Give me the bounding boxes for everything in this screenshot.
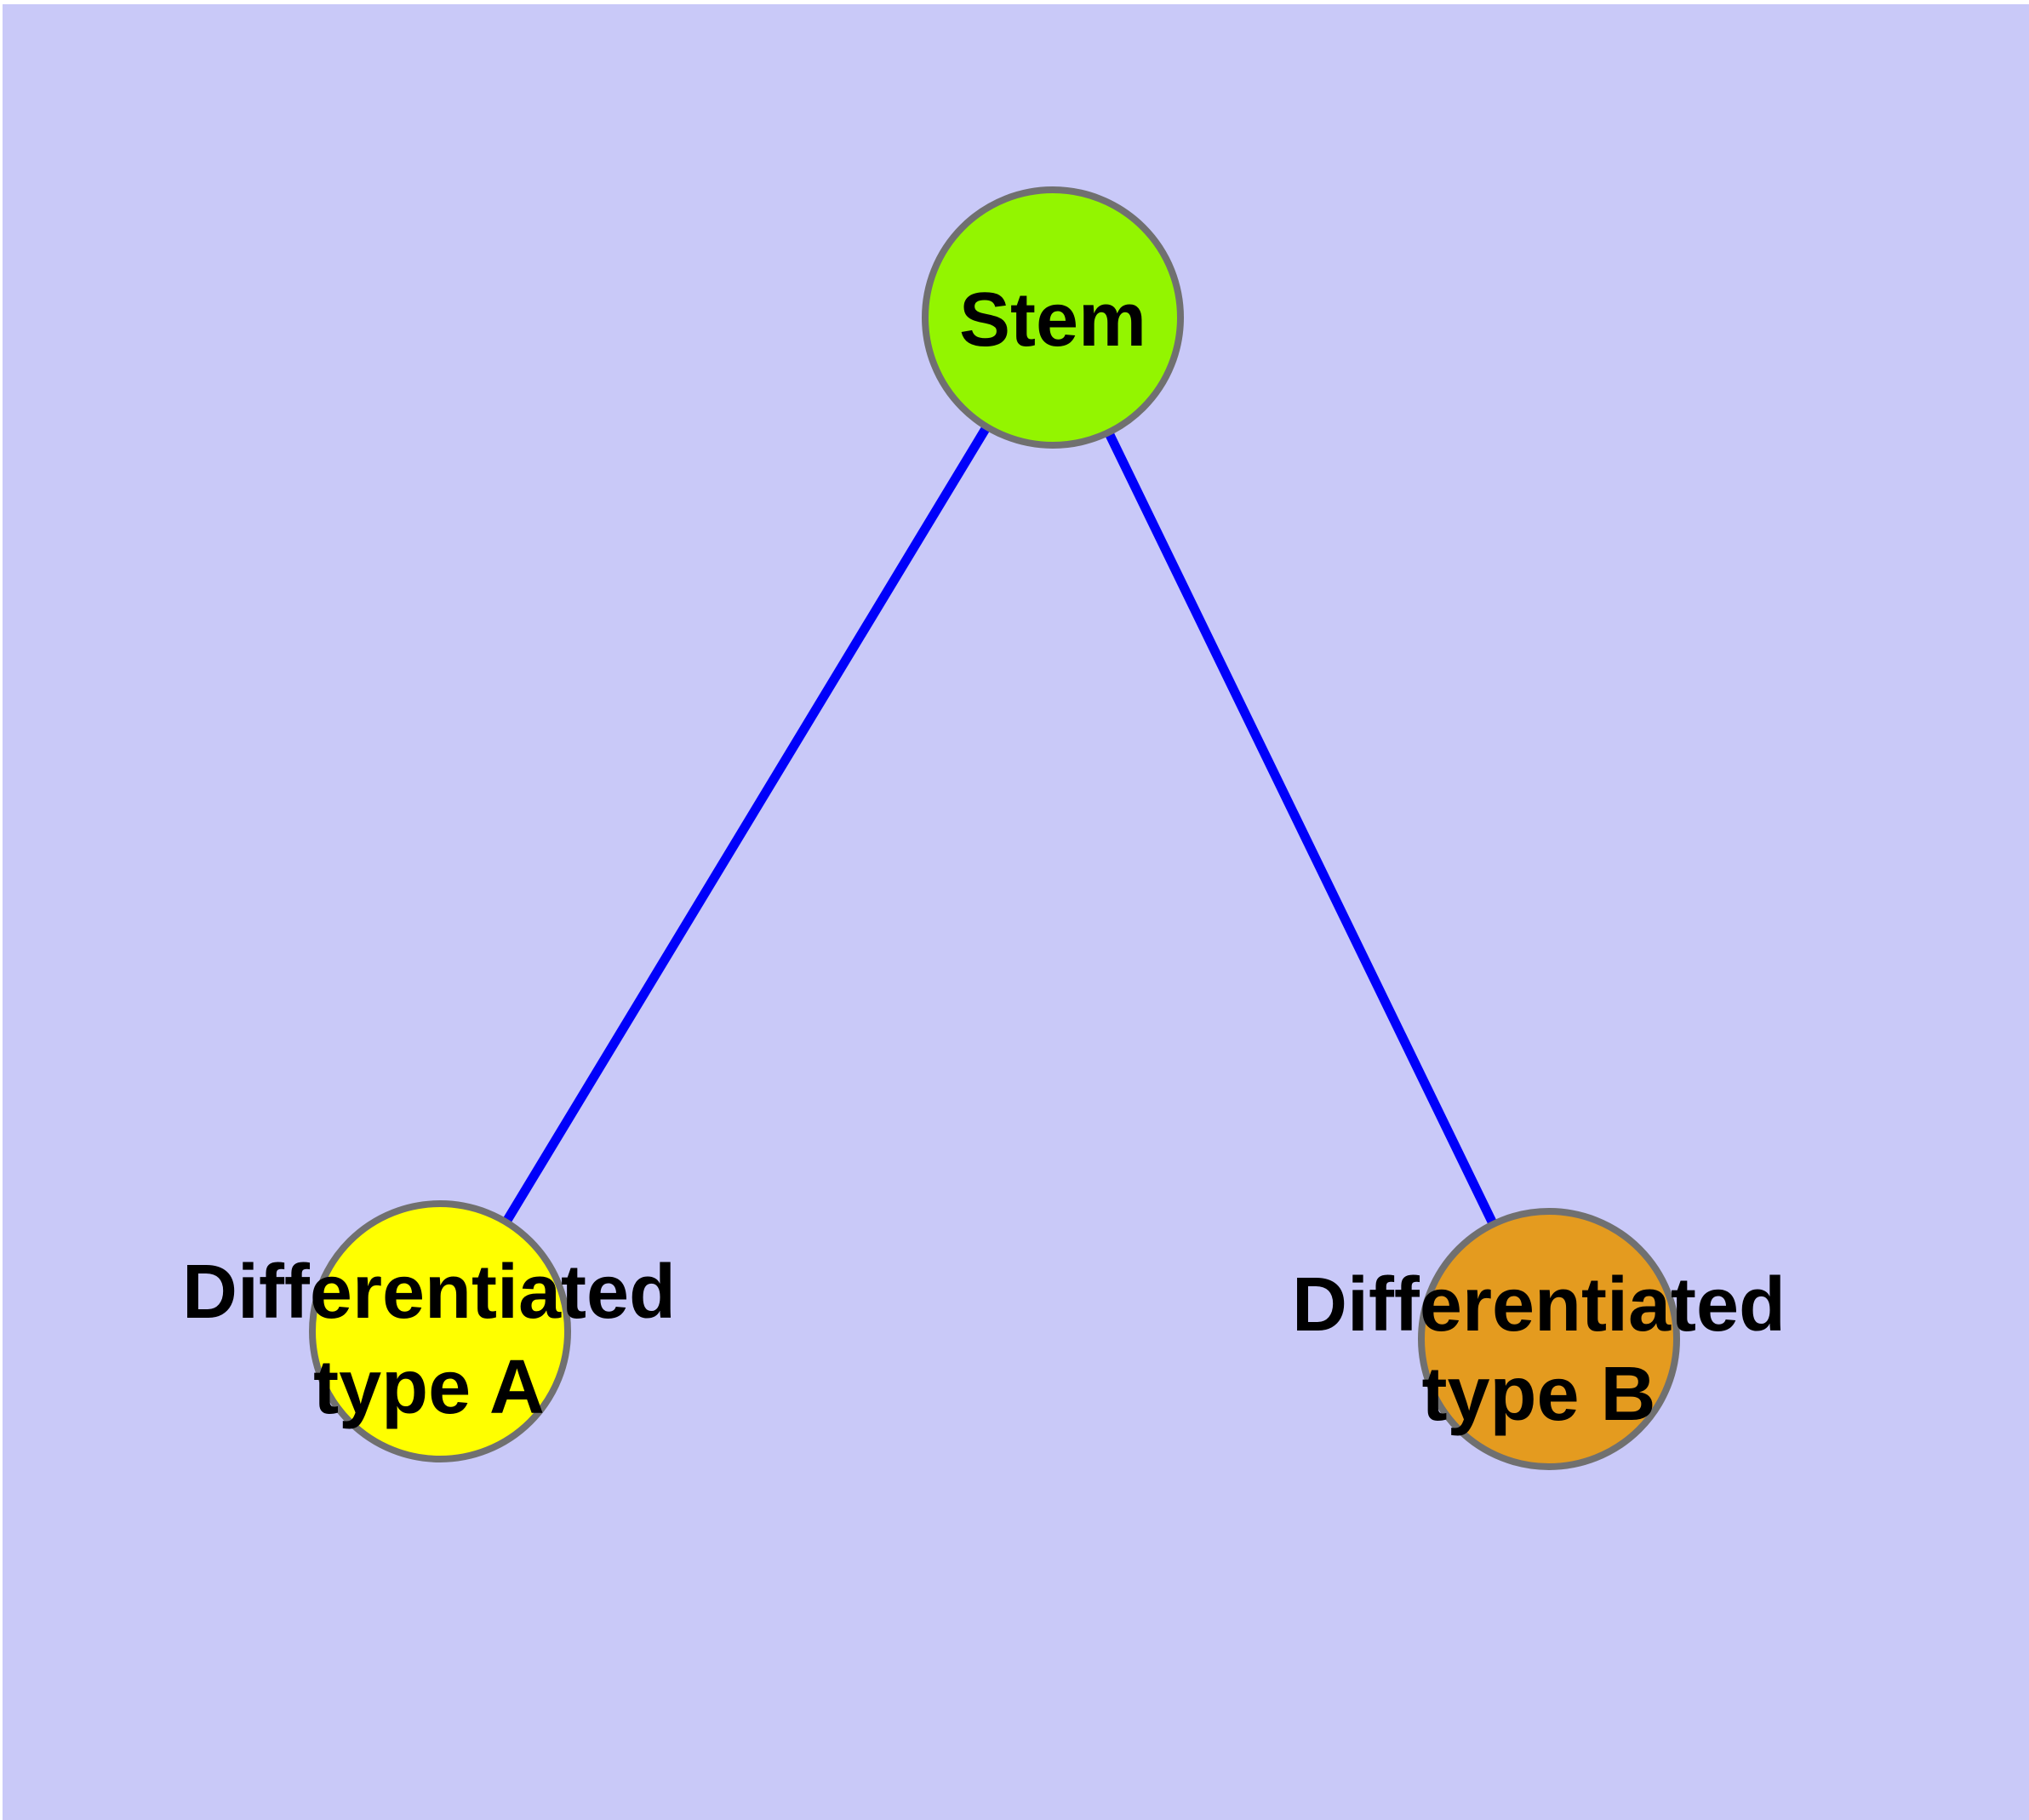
node-label-line: Stem [959, 278, 1146, 363]
node-label-line: type A [313, 1345, 545, 1430]
edge-stem--differentiated-type-a [436, 315, 1057, 1334]
node-layer [309, 186, 1680, 1470]
node-label-line: Differentiated [182, 1250, 676, 1335]
node-label-line: Differentiated [1292, 1262, 1786, 1348]
node-label-differentiated-type-a: Differentiated type A [182, 1250, 676, 1430]
node-differentiated-type-a [309, 1200, 571, 1462]
node-differentiated-type-b [1418, 1208, 1680, 1470]
node-label-line: type B [1421, 1352, 1655, 1437]
edge-layer [436, 315, 1553, 1342]
edge-stem--differentiated-type-b [1049, 315, 1553, 1342]
node-stem [922, 186, 1184, 449]
node-label-stem: Stem [959, 278, 1146, 363]
